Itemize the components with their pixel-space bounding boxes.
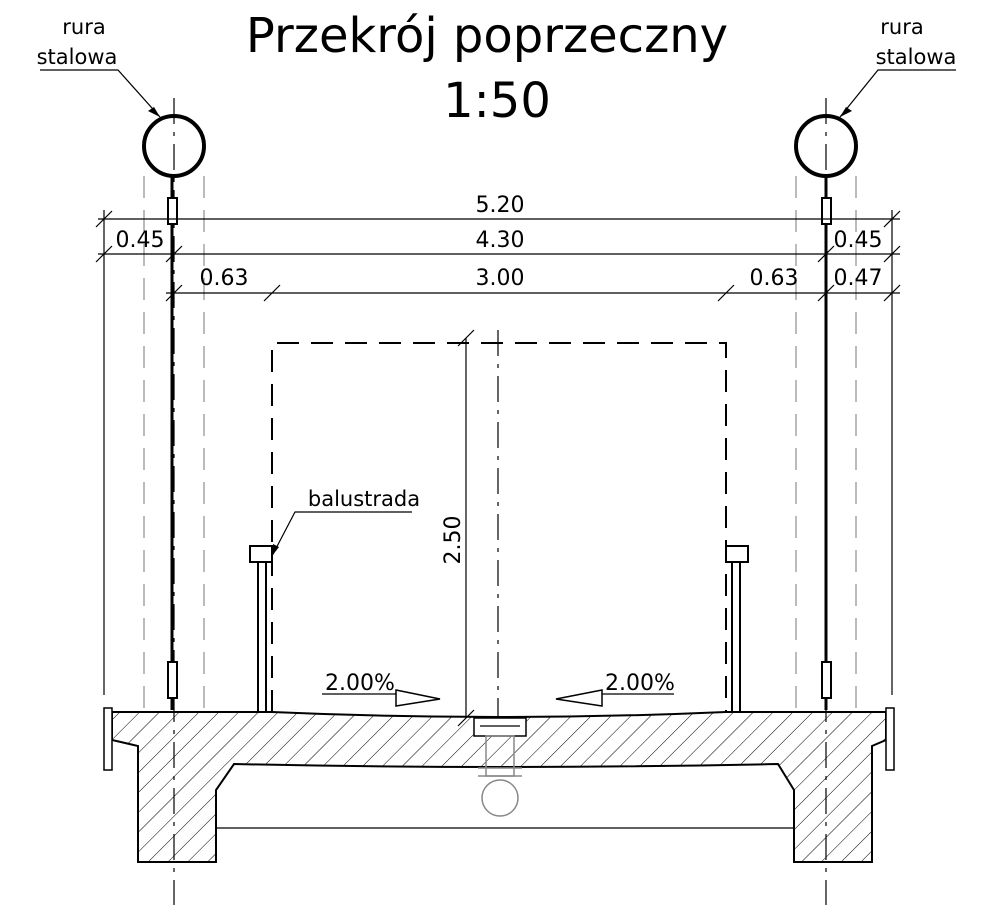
dim-right-edge: 0.47 bbox=[834, 266, 883, 291]
dim-left-offset: 0.63 bbox=[200, 266, 249, 291]
slope-right bbox=[555, 689, 674, 707]
callout-pipe-right: rura stalowa bbox=[839, 15, 957, 118]
dim-overall-width: 5.20 bbox=[476, 193, 525, 218]
callout-pipe-left-line1: rura bbox=[62, 15, 105, 39]
slope-right-label: 2.00% bbox=[605, 671, 675, 696]
dim-left-overhang: 0.45 bbox=[116, 228, 165, 253]
callout-railing bbox=[271, 511, 412, 557]
dimension-lines bbox=[95, 210, 901, 727]
hanger-left bbox=[167, 176, 178, 710]
railing-left bbox=[249, 545, 273, 712]
dim-width-between-pipes: 4.30 bbox=[476, 228, 525, 253]
drip-edge-left bbox=[103, 707, 113, 771]
slope-left bbox=[322, 689, 441, 707]
callout-pipe-right-line2: stalowa bbox=[876, 45, 957, 69]
drawing-title: Przekrój poprzeczny bbox=[246, 8, 728, 64]
callout-railing-label: balustrada bbox=[308, 487, 420, 511]
central-drain bbox=[473, 717, 527, 817]
drip-edge-right bbox=[885, 707, 895, 771]
callout-pipe-left: rura stalowa bbox=[37, 15, 161, 118]
drawing-scale: 1:50 bbox=[443, 73, 551, 129]
dim-right-offset: 0.63 bbox=[750, 266, 799, 291]
callout-pipe-left-line2: stalowa bbox=[37, 45, 118, 69]
clearance-envelope bbox=[271, 342, 727, 712]
dim-deck-walkway: 3.00 bbox=[476, 266, 525, 291]
dim-clearance-height: 2.50 bbox=[441, 516, 466, 565]
callout-pipe-right-line1: rura bbox=[880, 15, 923, 39]
railing-right bbox=[725, 545, 749, 712]
hanger-right bbox=[821, 176, 832, 710]
slope-left-label: 2.00% bbox=[325, 671, 395, 696]
deck-slab bbox=[111, 711, 887, 863]
dim-right-overhang: 0.45 bbox=[834, 228, 883, 253]
